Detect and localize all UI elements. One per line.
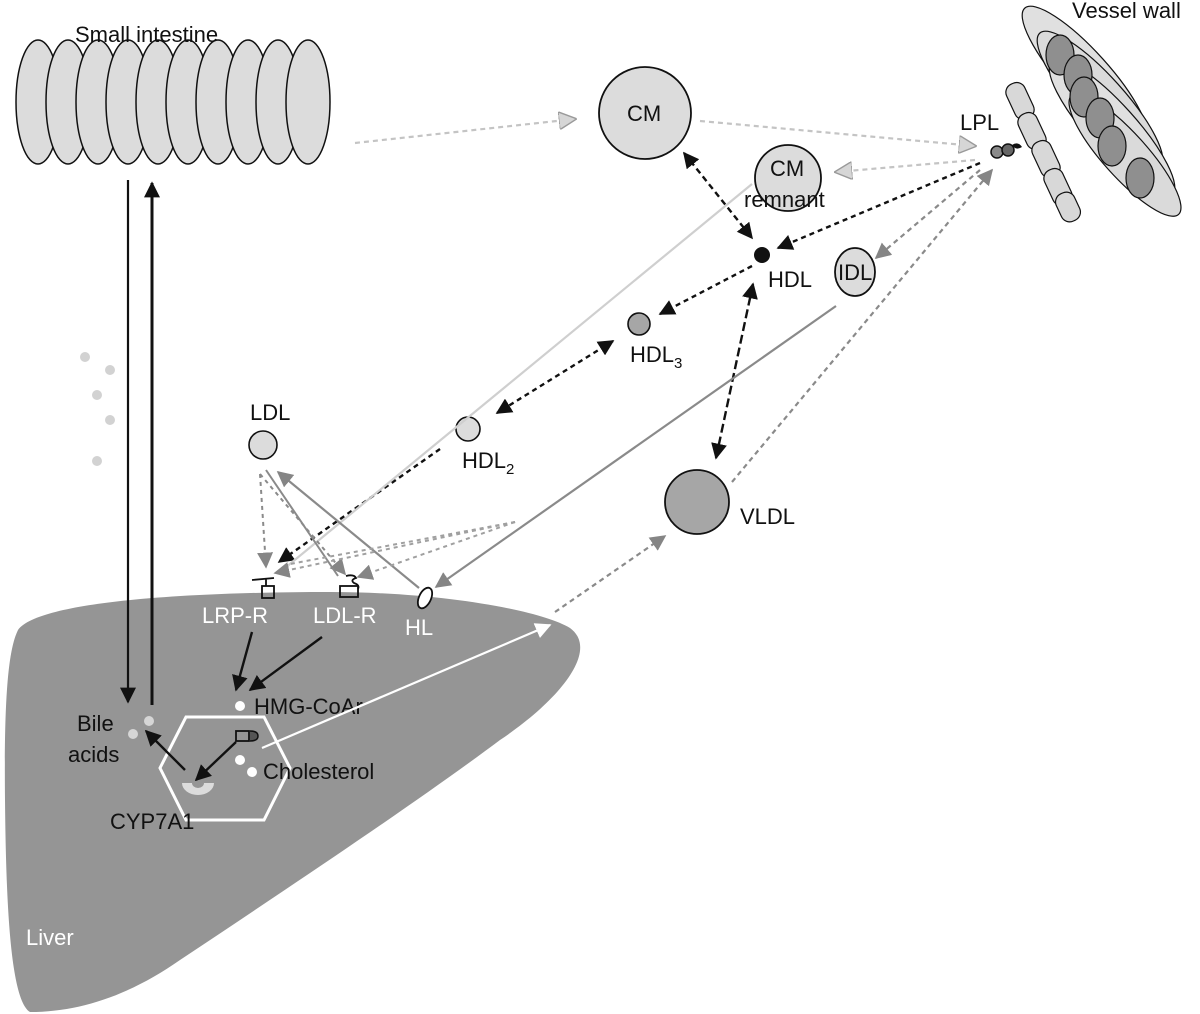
cyp7a1-label: CYP7A1: [110, 809, 194, 834]
idl-label: IDL: [838, 260, 872, 285]
arrow-cholesterol-to-secretion: [261, 623, 552, 750]
vldl-particle: [664, 469, 730, 535]
hl-label: HL: [405, 615, 433, 640]
hdl2-particle: [455, 416, 481, 442]
arrow-hl-to-ldl: [276, 470, 420, 589]
ldl-particle: [248, 430, 278, 460]
hdl3-label-main: HDL: [630, 342, 674, 367]
cm-remnant-label-line2: remnant: [744, 187, 825, 212]
intracellular-receptor: [235, 730, 259, 742]
bile-acid-dots: [128, 716, 154, 739]
arrow-hdl3-hdl2: [495, 339, 615, 415]
liver-shape: [4, 592, 581, 1012]
idl-particle: [834, 247, 876, 297]
arrow-intestine-to-cm: [354, 119, 575, 145]
hdl3-label: HDL3: [630, 342, 682, 372]
arrow-ldl-solid-to-ldlr: [265, 469, 339, 577]
arrow-cm-to-lpl: [699, 119, 975, 146]
vessel-wall: [1005, 5, 1182, 223]
hdl2-label-sub: 2: [506, 461, 514, 478]
ldl-r-label: LDL-R: [313, 603, 377, 628]
arrow-lpl-to-hdl: [776, 161, 981, 250]
arrow-hdl-to-hdl3: [658, 264, 753, 316]
cm-particle: [598, 66, 692, 160]
hl-enzyme: [416, 586, 434, 610]
arrow-lpl-to-idl: [874, 169, 981, 260]
cholesterol-dots: [235, 755, 257, 777]
liver-label: Liver: [26, 925, 74, 950]
ldl-receptor: [339, 574, 360, 598]
lpl-label: LPL: [960, 110, 999, 135]
arrow-hub-to-lrp: [273, 521, 516, 578]
vldl-label: VLDL: [740, 504, 795, 529]
hdl2-label-main: HDL: [462, 448, 506, 473]
arrow-lrp-to-hmg: [232, 631, 254, 692]
vessel-wall-label: Vessel wall: [1072, 0, 1181, 23]
hdl3-particle: [627, 312, 651, 336]
arrow-cyp7a1-to-bile: [144, 729, 186, 771]
ldl-label: LDL: [250, 400, 290, 425]
arrow-receptor-to-cyp7a1: [194, 741, 237, 782]
cm-label: CM: [627, 101, 661, 126]
arrow-lpl-to-cm-remnant: [836, 158, 976, 172]
cholesterol-label: Cholesterol: [263, 759, 374, 784]
bile-acids-label-line2: acids: [68, 742, 119, 767]
cm-remnant-particle: [754, 144, 822, 212]
arrow-hub-to-ldlr: [356, 521, 516, 580]
arrow-vldl-to-lpl: [731, 168, 994, 483]
lpl-enzyme: [990, 143, 1022, 159]
arrow-liver-to-vldl: [554, 535, 667, 613]
arrow-idl-to-hl: [434, 305, 837, 588]
lrp-receptor: [251, 577, 275, 599]
faint-dots: [80, 352, 115, 466]
arrow-hdl-vldl: [711, 282, 758, 460]
bile-acids-label-line1: Bile: [77, 711, 114, 736]
arrow-cm-hdl: [683, 151, 753, 240]
arrow-ldlr-to-hmg: [248, 636, 323, 691]
arrow-cm-remnant-to-lrp: [284, 183, 753, 569]
arrow-hdl2-to-lrp: [277, 448, 441, 563]
arrow-hub-line-a: [289, 521, 516, 565]
hdl-particle: [754, 247, 770, 263]
hmg-coar-label: HMG-CoAr: [254, 694, 363, 719]
small-intestine-label: Small intestine: [75, 22, 218, 47]
cyp7a1-enzyme: [182, 783, 214, 795]
hmg-coar-dot: [235, 701, 245, 711]
hdl-label: HDL: [768, 267, 812, 292]
lrp-r-label: LRP-R: [202, 603, 268, 628]
hdl3-label-sub: 3: [674, 355, 682, 372]
cm-remnant-label-line1: CM: [770, 156, 804, 181]
small-intestine: [15, 39, 331, 165]
arrow-ldl-to-lrp: [257, 473, 274, 569]
hepatocyte-hexagon: [158, 715, 292, 822]
hdl2-label: HDL2: [462, 448, 514, 478]
